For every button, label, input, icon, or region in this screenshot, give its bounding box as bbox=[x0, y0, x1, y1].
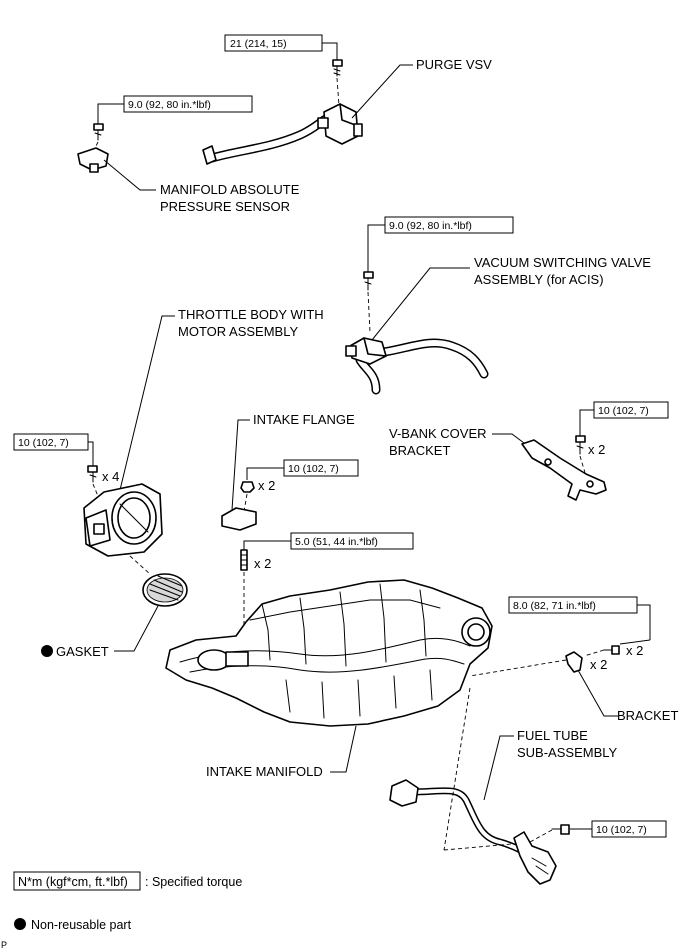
bracket-icon bbox=[565, 651, 583, 673]
throttle-bolt-qty: x 4 bbox=[102, 469, 119, 484]
throttle-body-label-line2: MOTOR ASSEMBLY bbox=[178, 324, 298, 339]
acis-vsv-label-line1: VACUUM SWITCHING VALVE bbox=[474, 255, 651, 270]
footer-code: P bbox=[1, 940, 7, 950]
throttle-body-label-line1: THROTTLE BODY WITH bbox=[178, 307, 324, 322]
legend: N*m (kgf*cm, ft.*lbf) : Specified torque… bbox=[1, 871, 242, 950]
purge-vsv-bolt-icon bbox=[332, 59, 343, 77]
intake-manifold-group: INTAKE MANIFOLD bbox=[165, 579, 493, 779]
intake-flange-label: INTAKE FLANGE bbox=[253, 412, 355, 427]
intake-flange-group: INTAKE FLANGE 10 (102, 7) x 2 bbox=[221, 412, 359, 531]
bracket-torque: 8.0 (82, 71 in.*lbf) bbox=[513, 600, 596, 612]
bracket-label: BRACKET bbox=[617, 708, 678, 723]
stud-torque: 5.0 (51, 44 in.*lbf) bbox=[295, 536, 378, 548]
legend-torque-desc: : Specified torque bbox=[145, 875, 242, 889]
throttle-body-bolt-icon bbox=[87, 465, 98, 483]
map-sensor-group: 9.0 (92, 80 in.*lbf) MANIFOLD ABSOLUTE P… bbox=[77, 95, 300, 214]
intake-manifold-label: INTAKE MANIFOLD bbox=[206, 764, 323, 779]
vbank-bracket-label-line1: V-BANK COVER bbox=[389, 426, 487, 441]
fuel-tube-label-line2: SUB-ASSEMBLY bbox=[517, 745, 618, 760]
acis-vsv-torque: 9.0 (92, 80 in.*lbf) bbox=[389, 220, 472, 232]
fuel-tube-torque: 10 (102, 7) bbox=[596, 824, 647, 836]
gasket-group: GASKET bbox=[41, 573, 188, 659]
vbank-bolt-qty: x 2 bbox=[588, 442, 605, 457]
map-sensor-label-line1: MANIFOLD ABSOLUTE bbox=[160, 182, 300, 197]
legend-torque-box bbox=[13, 871, 141, 891]
acis-vsv-group: 9.0 (92, 80 in.*lbf) VACUUM SWITCHING VA… bbox=[345, 216, 651, 395]
intake-flange-torque: 10 (102, 7) bbox=[288, 463, 339, 475]
bracket-group: 8.0 (82, 71 in.*lbf) x 2 x 2 BRACKET bbox=[469, 596, 678, 723]
bracket-bolt-qty: x 2 bbox=[626, 643, 643, 658]
purge-vsv-icon bbox=[317, 103, 363, 145]
map-sensor-label-line2: PRESSURE SENSOR bbox=[160, 199, 290, 214]
map-sensor-icon bbox=[77, 147, 109, 173]
bracket-qty: x 2 bbox=[590, 657, 607, 672]
throttle-body-torque: 10 (102, 7) bbox=[18, 437, 69, 449]
flange-nut-qty: x 2 bbox=[258, 478, 275, 493]
throttle-body-group: THROTTLE BODY WITH MOTOR ASSEMBLY 10 (10… bbox=[13, 307, 324, 575]
intake-flange-icon bbox=[221, 507, 257, 531]
fuel-tube-group: FUEL TUBE SUB-ASSEMBLY 10 (102, 7) bbox=[389, 687, 667, 885]
intake-manifold-icon bbox=[165, 579, 493, 727]
vbank-bracket-label-line2: BRACKET bbox=[389, 443, 450, 458]
stud-icon bbox=[240, 549, 248, 571]
intake-flange-nut-icon bbox=[240, 481, 255, 493]
gasket-nonreusable-dot bbox=[41, 645, 53, 657]
gasket-label: GASKET bbox=[56, 644, 109, 659]
purge-vsv-label: PURGE VSV bbox=[416, 57, 492, 72]
vbank-bracket-bolt-icon bbox=[575, 435, 586, 455]
purge-vsv-torque: 21 (214, 15) bbox=[230, 38, 287, 50]
map-sensor-bolt-icon bbox=[93, 123, 104, 141]
fuel-tube-icon bbox=[389, 779, 557, 885]
legend-torque-unit: N*m (kgf*cm, ft.*lbf) bbox=[18, 875, 128, 889]
acis-vsv-icon bbox=[345, 337, 387, 365]
stud-group: 5.0 (51, 44 in.*lbf) x 2 bbox=[240, 532, 414, 640]
acis-vsv-bolt-icon bbox=[363, 271, 374, 291]
vbank-bracket-torque: 10 (102, 7) bbox=[598, 405, 649, 417]
fuel-tube-label-line1: FUEL TUBE bbox=[517, 728, 588, 743]
purge-vsv-group: 21 (214, 15) PURGE VSV bbox=[202, 34, 492, 165]
vbank-bracket-icon bbox=[521, 439, 607, 501]
stud-qty: x 2 bbox=[254, 556, 271, 571]
vbank-bracket-group: 10 (102, 7) x 2 V-BANK COVER BRACKET bbox=[389, 401, 669, 501]
legend-nonreusable-dot bbox=[14, 918, 26, 930]
throttle-body-icon bbox=[83, 483, 163, 557]
bracket-bolt-icon bbox=[603, 645, 620, 655]
acis-vsv-label-line2: ASSEMBLY (for ACIS) bbox=[474, 272, 604, 287]
gasket-icon bbox=[142, 573, 188, 607]
fuel-tube-bolt-icon bbox=[551, 824, 570, 835]
legend-nonreusable: Non-reusable part bbox=[31, 918, 132, 932]
map-sensor-torque: 9.0 (92, 80 in.*lbf) bbox=[128, 99, 211, 111]
